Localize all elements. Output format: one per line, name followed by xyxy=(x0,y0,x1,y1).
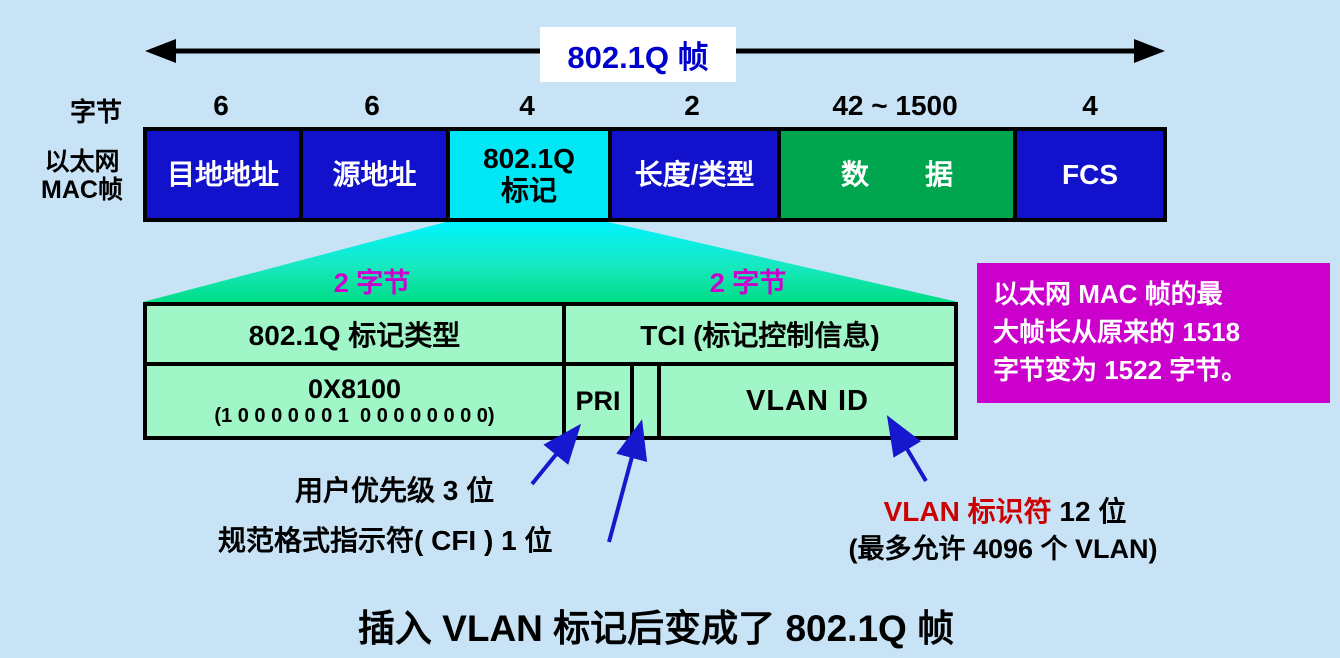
field-fcs: FCS xyxy=(1013,131,1163,218)
max-frame-length-note: 以太网 MAC 帧的最 大帧长从原来的 1518 字节变为 1522 字节。 xyxy=(977,263,1330,403)
field-length-type: 长度/类型 xyxy=(608,131,777,218)
pri-cell: PRI xyxy=(562,366,630,436)
tag-type-header: 802.1Q 标记类型 xyxy=(248,320,461,351)
mac-frame-row: 目地地址 源地址 802.1Q 标记 长度/类型 数 据 FCS xyxy=(143,127,1167,222)
tag-right-bytes-label: 2 字节 xyxy=(709,268,787,298)
vlan-id-cell: VLAN ID xyxy=(657,366,954,436)
cfi-annotation: 规范格式指示符( CFI ) 1 位 xyxy=(218,525,553,556)
ethernet-mac-frame-label: 以太网 MAC帧 xyxy=(18,148,146,204)
tag-type-value: 0X8100 xyxy=(307,374,402,405)
byte-count-dest: 6 xyxy=(213,90,229,121)
byte-count-fcs: 4 xyxy=(1082,90,1098,121)
pri-annotation: 用户优先级 3 位 xyxy=(295,475,495,506)
byte-count-tag: 4 xyxy=(519,90,535,121)
field-data: 数 据 xyxy=(777,131,1013,218)
vlan-annotation-highlight: VLAN 标识符 xyxy=(883,496,1052,527)
ethernet-label-line1: 以太网 xyxy=(44,148,120,176)
tag-expansion-trapezoid xyxy=(143,222,958,302)
tci-header: TCI (标记控制信息) xyxy=(562,306,954,362)
note-line3: 字节变为 1522 字节。 xyxy=(993,355,1248,385)
tag-detail-table: 802.1Q 标记类型 TCI (标记控制信息) 0X8100 (1 0 0 0… xyxy=(143,302,958,440)
tag-left-bytes-label: 2 字节 xyxy=(333,268,411,298)
tag-table-header-row: 802.1Q 标记类型 TCI (标记控制信息) xyxy=(147,306,954,366)
byte-count-length: 2 xyxy=(684,90,700,121)
bottom-caption: 插入 VLAN 标记后变成了 802.1Q 帧 xyxy=(357,608,955,649)
field-src-address: 源地址 xyxy=(299,131,446,218)
frame-title: 802.1Q 帧 xyxy=(567,40,709,75)
ethernet-label-line2: MAC帧 xyxy=(41,176,123,204)
cfi-pointer-arrow-icon xyxy=(607,419,648,543)
vlan-annotation-line1: VLAN 标识符 12 位 xyxy=(830,490,1180,530)
vlan-annotation-line2: (最多允许 4096 个 VLAN) xyxy=(848,534,1158,564)
cfi-cell xyxy=(630,366,657,436)
field-8021q-tag: 802.1Q 标记 xyxy=(446,131,608,218)
field-dest-address: 目地地址 xyxy=(147,131,299,218)
bytes-unit-label: 字节 xyxy=(70,97,123,127)
tag-table-value-row: 0X8100 (1 0 0 0 0 0 0 1 0 0 0 0 0 0 0 0)… xyxy=(147,366,954,436)
frame-title-box: 802.1Q 帧 xyxy=(540,27,736,82)
byte-count-src: 6 xyxy=(364,90,380,121)
tag-type-value-cell: 0X8100 (1 0 0 0 0 0 0 1 0 0 0 0 0 0 0 0) xyxy=(147,366,562,436)
note-line1: 以太网 MAC 帧的最 xyxy=(993,279,1223,309)
vlan-annotation-rest: 12 位 xyxy=(1051,496,1127,527)
note-line2: 大帧长从原来的 1518 xyxy=(993,317,1241,347)
span-arrow-left-head-icon xyxy=(145,39,176,63)
span-arrow-right-head-icon xyxy=(1134,39,1165,63)
byte-count-data: 42 ~ 1500 xyxy=(832,90,958,121)
tag-type-binary: (1 0 0 0 0 0 0 1 0 0 0 0 0 0 0 0) xyxy=(214,404,495,427)
